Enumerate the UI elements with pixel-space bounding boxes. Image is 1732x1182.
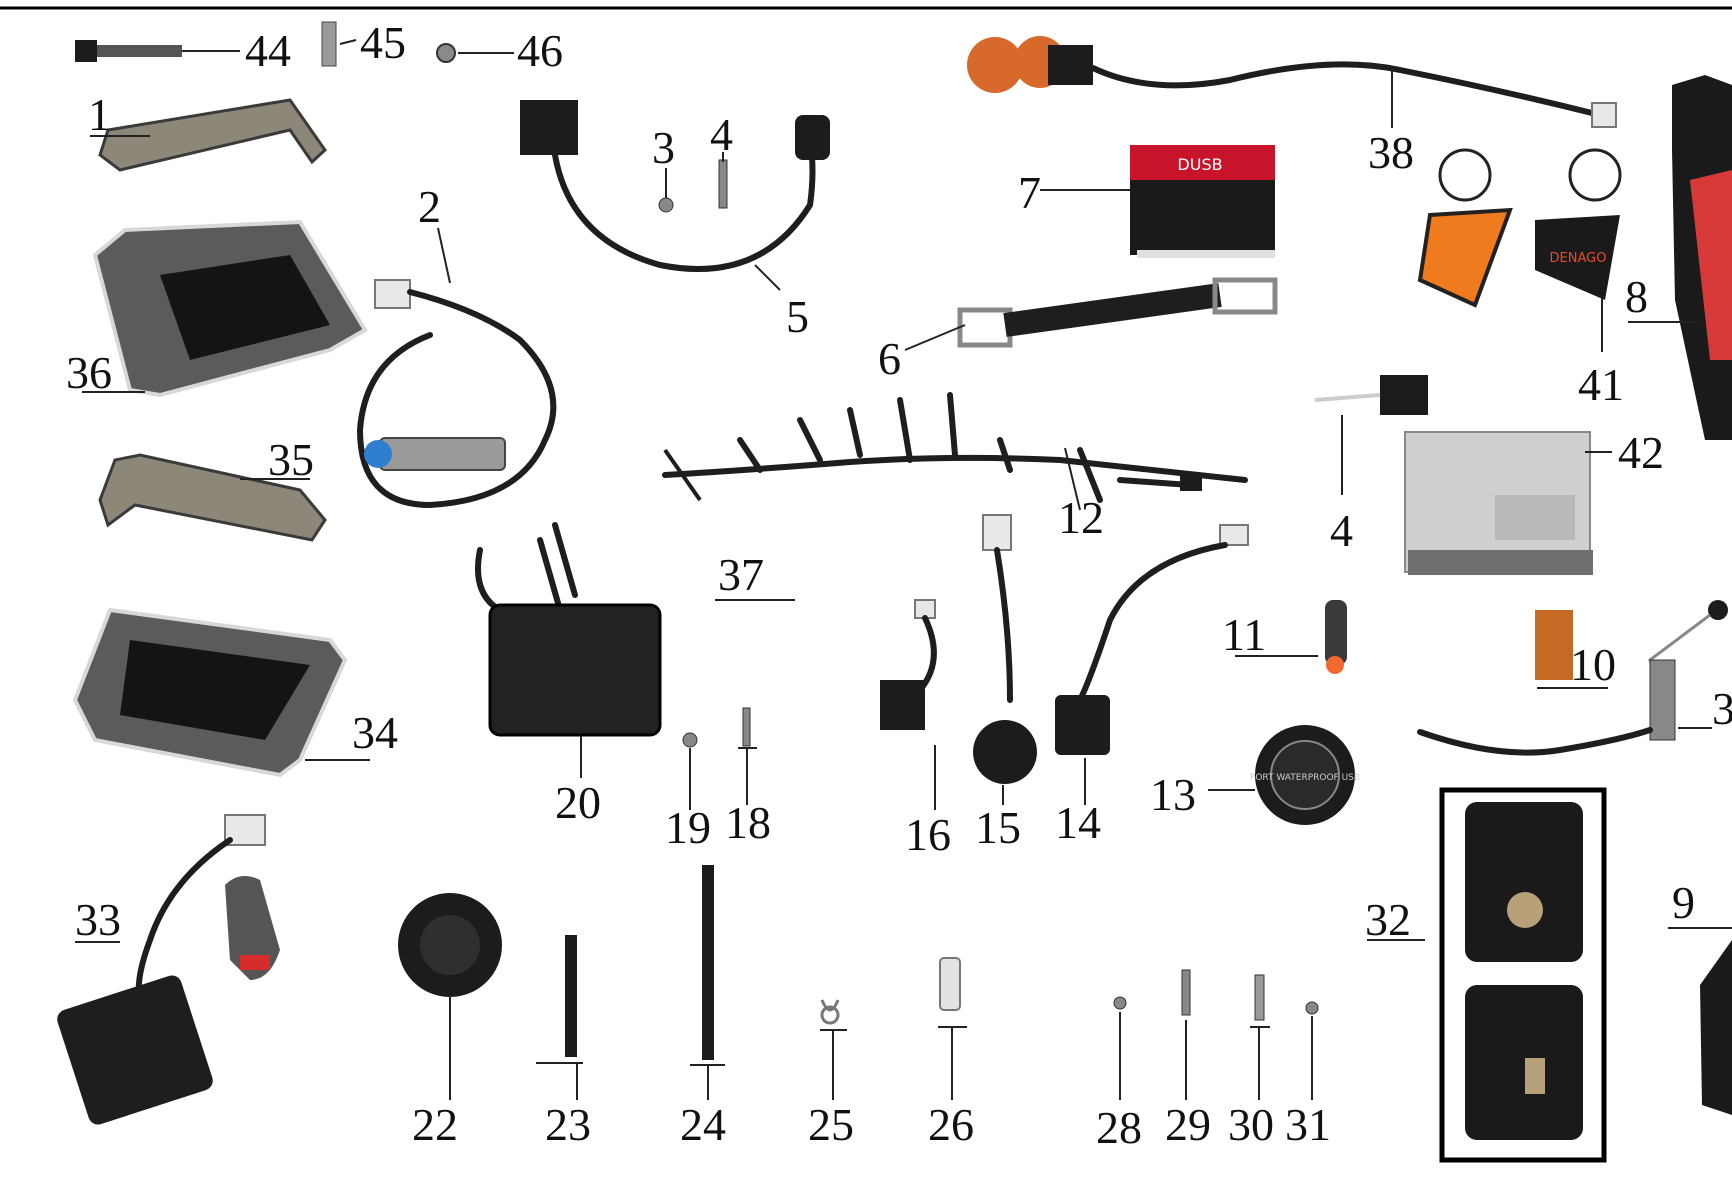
callout-41: 41 bbox=[1578, 359, 1624, 410]
callout-16: 16 bbox=[905, 809, 951, 860]
callout-35: 35 bbox=[268, 434, 314, 485]
callout-13: 13 bbox=[1150, 769, 1196, 820]
part-23-hose bbox=[536, 935, 583, 1100]
part-11-indicator bbox=[1235, 600, 1347, 674]
part-16-regulator bbox=[880, 599, 937, 810]
part-25-clip bbox=[820, 999, 847, 1100]
callout-6: 6 bbox=[878, 333, 901, 384]
part-9-partial bbox=[1668, 927, 1732, 1115]
callout-11: 11 bbox=[1222, 609, 1266, 660]
part-1-bracket bbox=[90, 98, 327, 172]
callout-30: 30 bbox=[1228, 1099, 1274, 1150]
part-30-screw bbox=[1250, 974, 1270, 1100]
callout-33: 33 bbox=[75, 894, 121, 945]
part-3-nut bbox=[658, 168, 674, 213]
part-14-relay bbox=[1055, 524, 1249, 805]
callout-38: 38 bbox=[1368, 127, 1414, 178]
callout-32: 32 bbox=[1365, 894, 1411, 945]
part-8-tail-light bbox=[1628, 75, 1732, 440]
part-4-bolt bbox=[718, 152, 728, 209]
part-26-fuel-filter bbox=[938, 957, 967, 1100]
part-46-nut bbox=[436, 43, 514, 63]
part-44-spring-bolt bbox=[75, 40, 240, 62]
callout-8: 8 bbox=[1625, 271, 1648, 322]
part-36-light bbox=[82, 219, 368, 398]
callout-23: 23 bbox=[545, 1099, 591, 1150]
callout-37: 37 bbox=[718, 549, 764, 600]
callout-20: 20 bbox=[555, 777, 601, 828]
callout-31: 31 bbox=[1285, 1099, 1331, 1150]
callout-29: 29 bbox=[1165, 1099, 1211, 1150]
usb-socket-text: PORT WATERPROOF USB bbox=[1250, 773, 1360, 783]
callout-28: 28 bbox=[1096, 1102, 1142, 1153]
part-29-bolt bbox=[1181, 969, 1191, 1100]
part-3-fuel-sender bbox=[1417, 600, 1728, 756]
callout-3: 3 bbox=[652, 122, 675, 173]
callout-44: 44 bbox=[245, 25, 291, 76]
part-33-key-switch bbox=[57, 814, 280, 1125]
part-12-main-harness bbox=[662, 392, 1248, 511]
callout-24: 24 bbox=[680, 1099, 726, 1150]
callout-4-top: 4 bbox=[710, 109, 733, 160]
part-19-nut bbox=[682, 732, 698, 810]
callout-34: 34 bbox=[352, 707, 398, 758]
callout-12: 12 bbox=[1058, 492, 1104, 543]
part-45-pin bbox=[321, 21, 357, 67]
callout-9: 9 bbox=[1672, 877, 1695, 928]
part-41-keychains: DENAGO bbox=[1417, 148, 1622, 352]
battery-brand: DUSB bbox=[1177, 155, 1222, 174]
part-4-relay bbox=[1314, 375, 1428, 495]
part-20-display bbox=[475, 522, 662, 778]
part-35-bracket bbox=[98, 453, 327, 542]
keychain-brand: DENAGO bbox=[1550, 251, 1607, 266]
callout-18: 18 bbox=[725, 797, 771, 848]
part-34-light bbox=[72, 607, 370, 778]
callout-15: 15 bbox=[975, 802, 1021, 853]
part-2-speed-sensor bbox=[356, 227, 557, 509]
callout-42: 42 bbox=[1618, 427, 1664, 478]
callout-labels: 44 45 46 1 2 3 4 5 38 7 6 8 41 42 36 35 … bbox=[66, 17, 1732, 1153]
callout-46: 46 bbox=[517, 25, 563, 76]
callout-3-right: 3 bbox=[1712, 683, 1732, 734]
callout-36: 36 bbox=[66, 347, 112, 398]
part-6-strap bbox=[904, 277, 1278, 351]
part-31-nut bbox=[1305, 1001, 1319, 1100]
part-5-ignition-coil bbox=[520, 100, 830, 291]
callout-25: 25 bbox=[808, 1099, 854, 1150]
part-10-reflector bbox=[1535, 610, 1608, 689]
part-38-harness bbox=[967, 36, 1617, 128]
callout-26: 26 bbox=[928, 1099, 974, 1150]
part-18-screw bbox=[738, 707, 757, 805]
callout-22: 22 bbox=[412, 1099, 458, 1150]
callout-2: 2 bbox=[418, 181, 441, 232]
part-22-fuel-cap bbox=[398, 893, 502, 1100]
part-7-battery: DUSB bbox=[1040, 145, 1275, 258]
callout-1: 1 bbox=[88, 89, 111, 140]
part-32-boxed-part bbox=[1367, 787, 1607, 1163]
callout-19: 19 bbox=[665, 802, 711, 853]
part-15-horn bbox=[973, 514, 1037, 805]
callout-5: 5 bbox=[786, 291, 809, 342]
callout-4-mid: 4 bbox=[1330, 505, 1353, 556]
part-24-hose bbox=[690, 865, 725, 1100]
callout-14: 14 bbox=[1055, 797, 1101, 848]
callout-45: 45 bbox=[360, 17, 406, 68]
callout-7: 7 bbox=[1018, 167, 1041, 218]
part-13-usb-socket: PORT WATERPROOF USB bbox=[1208, 725, 1360, 825]
part-28-nut bbox=[1113, 996, 1127, 1100]
part-42-foam-pad bbox=[1404, 431, 1612, 575]
callout-10: 10 bbox=[1570, 639, 1616, 690]
